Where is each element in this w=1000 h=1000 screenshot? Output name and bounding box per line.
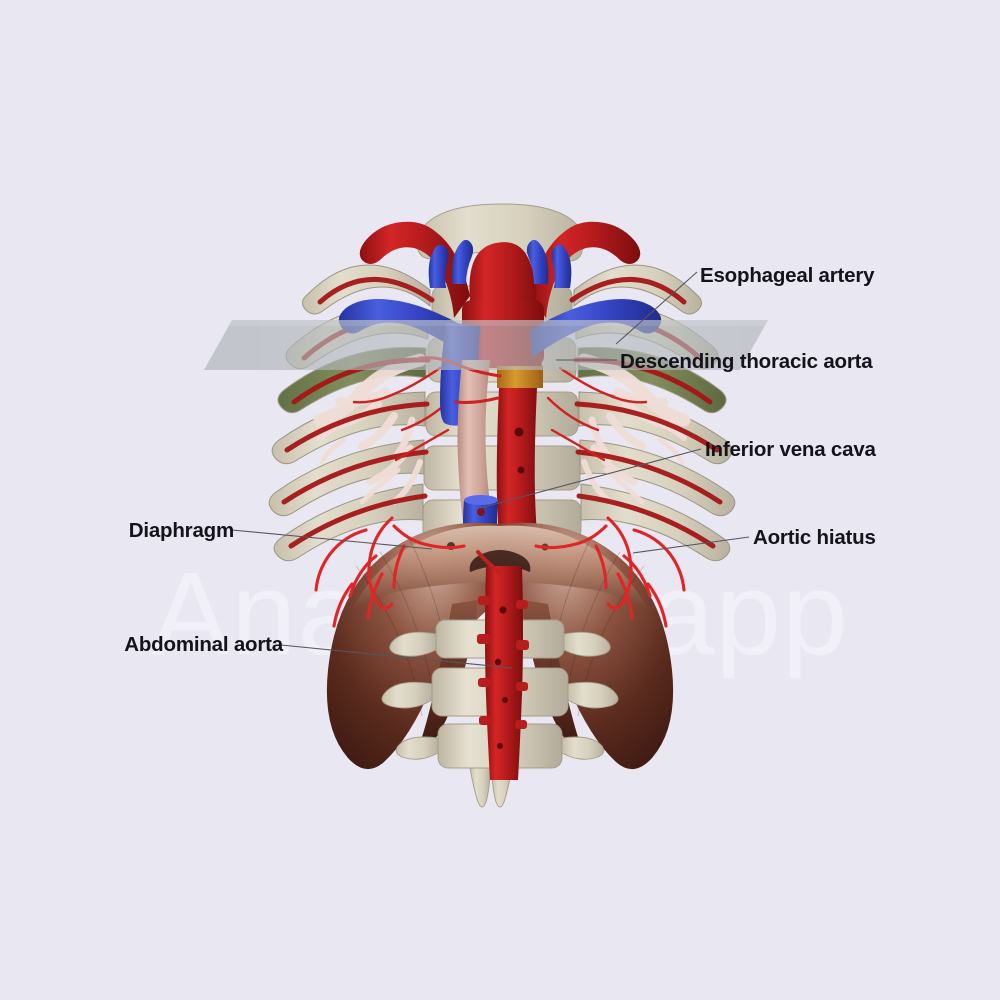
label-abdominal-aorta[interactable]: Abdominal aorta: [124, 633, 283, 656]
label-diaphragm[interactable]: Diaphragm: [128, 519, 234, 542]
label-descending-thoracic-aorta[interactable]: Descending thoracic aorta: [620, 350, 873, 373]
label-esophageal-artery[interactable]: Esophageal artery: [700, 264, 875, 287]
label-inferior-vena-cava[interactable]: Inferior vena cava: [705, 438, 876, 461]
label-aortic-hiatus[interactable]: Aortic hiatus: [753, 526, 876, 549]
